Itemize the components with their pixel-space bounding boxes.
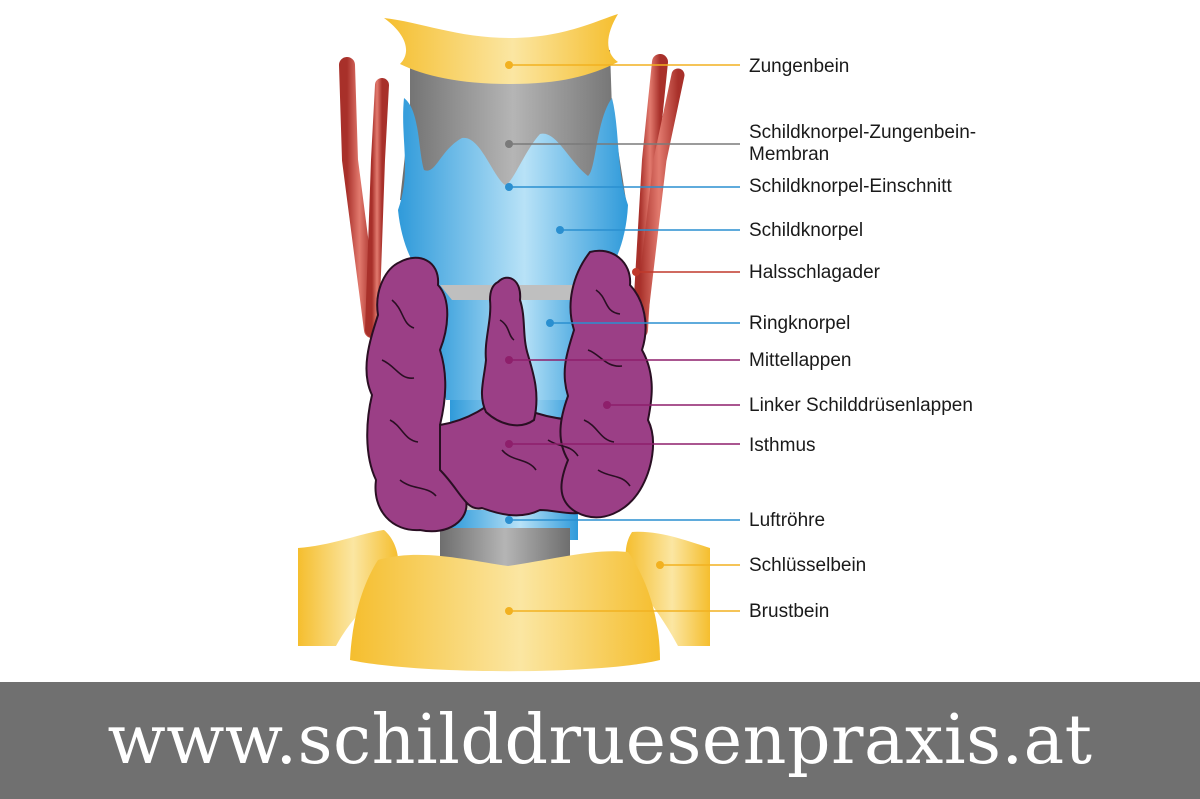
label-isthmus: Isthmus xyxy=(749,435,816,456)
leader-dot-schluesselbein xyxy=(656,561,664,569)
pyramidal-lobe xyxy=(480,276,538,427)
leader-dot-einschnitt xyxy=(505,183,513,191)
label-leaders xyxy=(505,61,740,615)
right-clavicle xyxy=(298,530,399,646)
thyroid-anatomy-figure xyxy=(298,14,740,672)
carotid-artery-left xyxy=(632,54,685,338)
leader-dot-schildknorpel xyxy=(556,226,564,234)
label-linker-lappen: Linker Schilddrüsenlappen xyxy=(749,395,973,416)
label-schluesselbein: Schlüsselbein xyxy=(749,555,867,576)
leader-dot-zungenbein xyxy=(505,61,513,69)
hyoid-bone xyxy=(384,14,618,84)
label-schildknorpel: Schildknorpel xyxy=(749,220,864,241)
leader-dot-isthmus xyxy=(505,440,513,448)
label-membran: Schildknorpel-Zungenbein- Membran xyxy=(749,122,977,165)
label-mittellappen: Mittellappen xyxy=(749,350,852,371)
leader-dot-ringknorpel xyxy=(546,319,554,327)
website-url: www.schilddruesenpraxis.at xyxy=(107,700,1093,780)
leader-dot-halsschlagader xyxy=(632,268,640,276)
footer-banner: www.schilddruesenpraxis.at xyxy=(0,682,1200,799)
carotid-artery-right xyxy=(339,57,389,338)
left-thyroid-lobe xyxy=(559,249,655,519)
leader-dot-membran xyxy=(505,140,513,148)
label-ringknorpel: Ringknorpel xyxy=(749,313,851,334)
leader-dot-brustbein xyxy=(505,607,513,615)
thyroid-cartilage xyxy=(398,98,628,285)
leader-dot-linker-lappen xyxy=(603,401,611,409)
leader-dot-mittellappen xyxy=(505,356,513,364)
left-clavicle xyxy=(625,531,710,646)
label-luftroehre: Luftröhre xyxy=(749,510,826,531)
sternum xyxy=(350,551,660,672)
thyroid-gland xyxy=(365,249,655,533)
label-einschnitt: Schildknorpel-Einschnitt xyxy=(749,176,952,197)
label-halsschlagader: Halsschlagader xyxy=(749,262,880,283)
leader-dot-luftroehre xyxy=(505,516,513,524)
label-zungenbein: Zungenbein xyxy=(749,56,850,77)
label-brustbein: Brustbein xyxy=(749,601,830,622)
